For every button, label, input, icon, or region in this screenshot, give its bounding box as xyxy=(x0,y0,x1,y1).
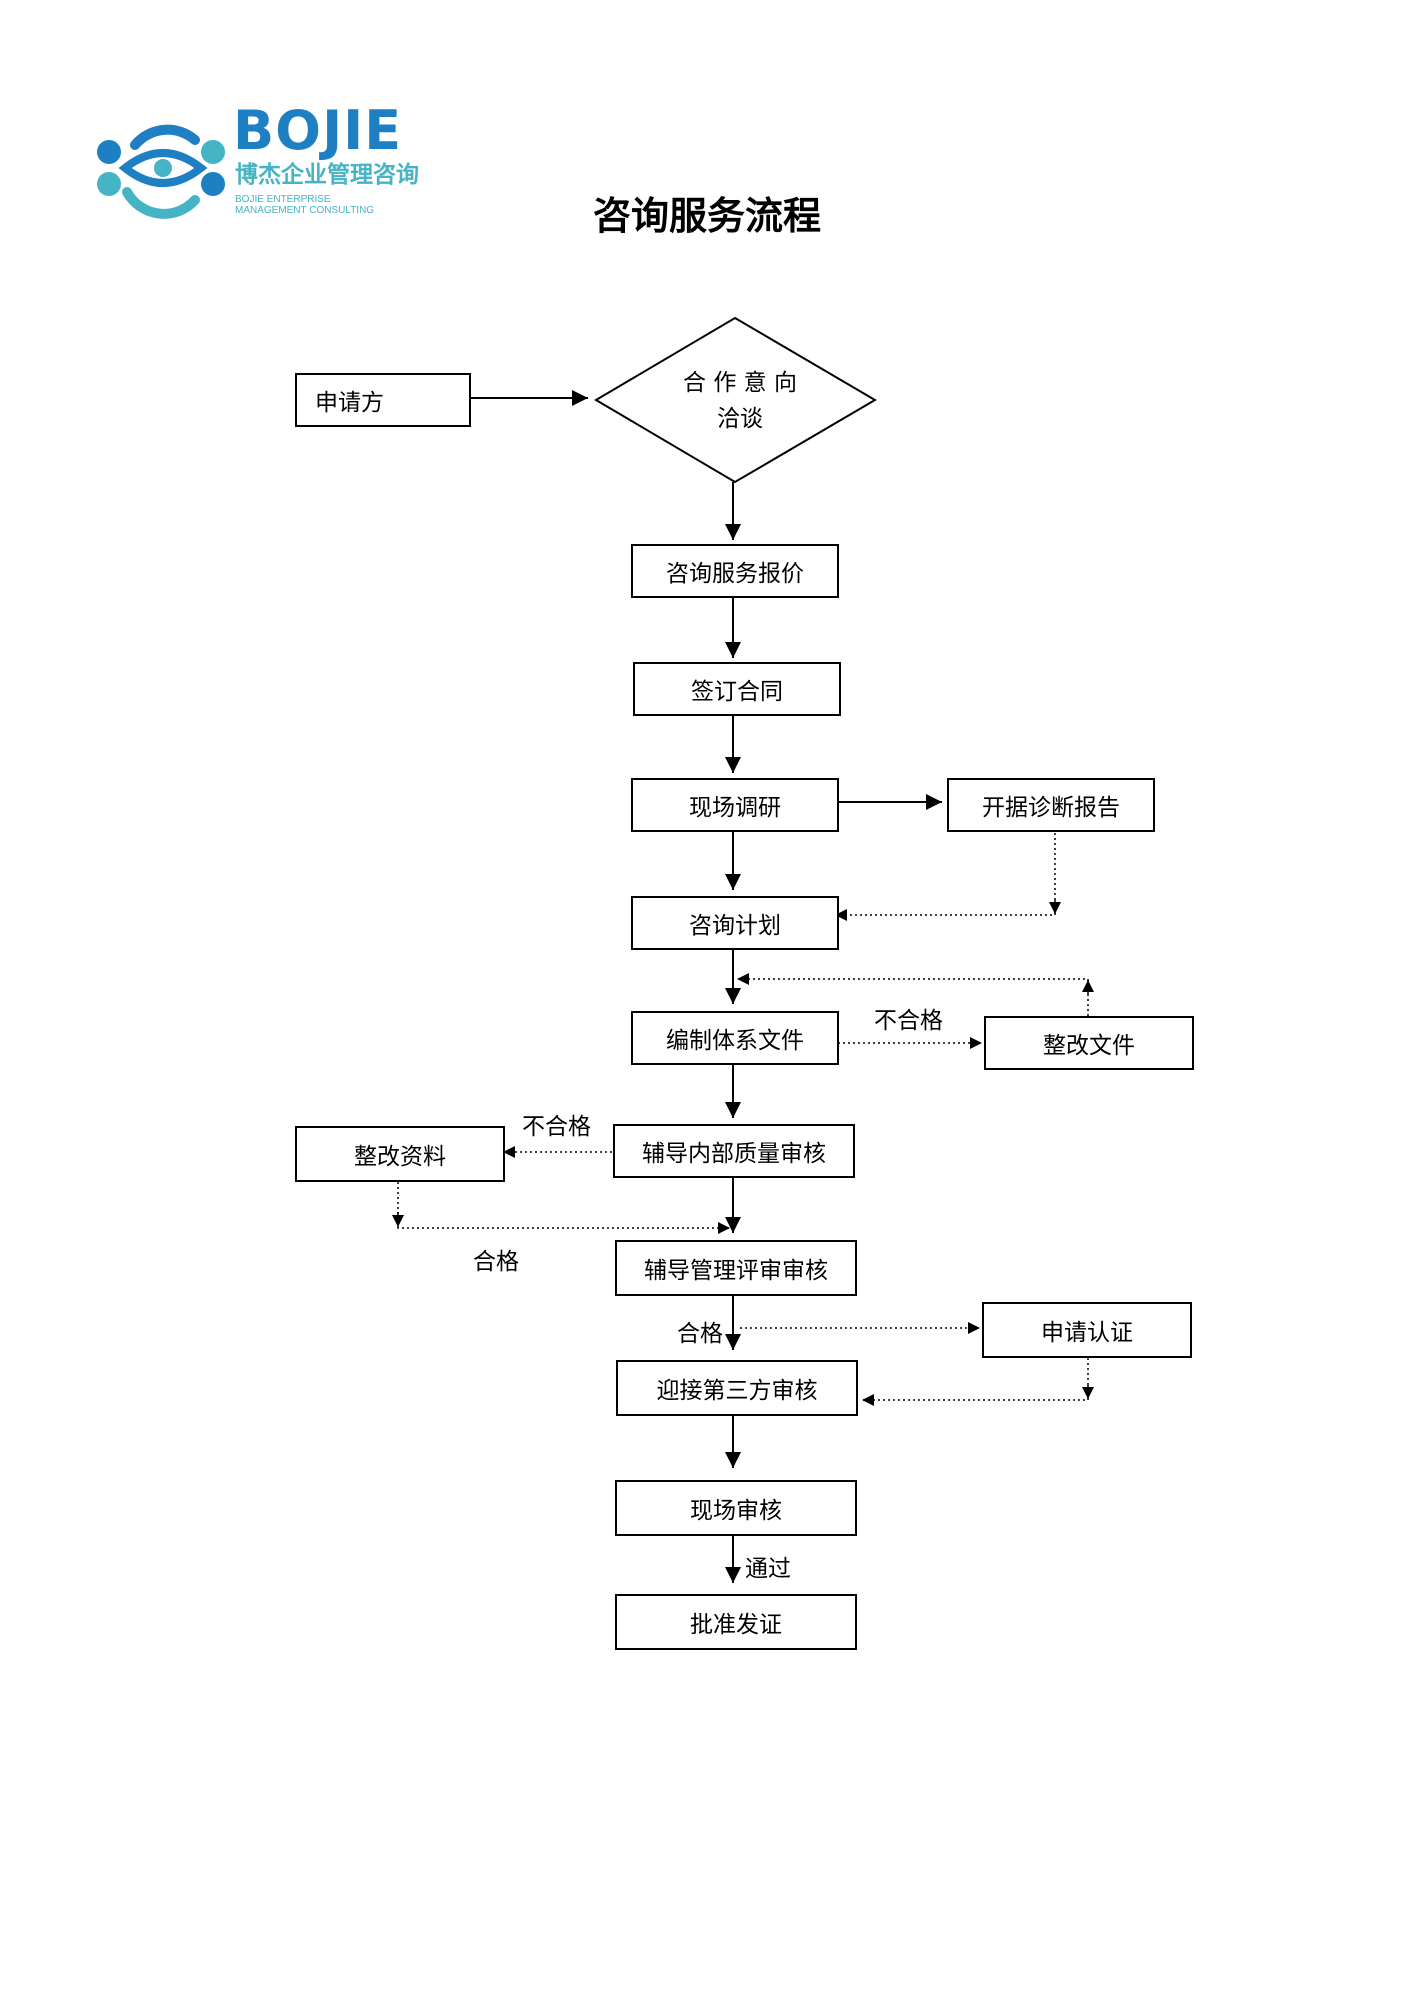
logo: BOJIE 博杰企业管理咨询 BOJIE ENTERPRISE MANAGEME… xyxy=(95,100,435,235)
node-approve: 批准发证 xyxy=(615,1594,857,1650)
dotted-fixdocs-return xyxy=(737,973,1089,1016)
label-pass-review: 合格 xyxy=(677,1321,723,1347)
node-docs: 编制体系文件 xyxy=(631,1011,839,1065)
node-apply-cert: 申请认证 xyxy=(982,1302,1192,1358)
logo-name-cn: 博杰企业管理咨询 xyxy=(235,162,419,188)
logo-name-en-line2: MANAGEMENT CONSULTING xyxy=(235,205,375,216)
node-internal-audit: 辅导内部质量审核 xyxy=(613,1124,855,1178)
dotted-fixmaterial-return xyxy=(397,1182,730,1234)
node-intent-line1: 合 作 意 向 xyxy=(683,370,797,396)
node-quote: 咨询服务报价 xyxy=(631,544,839,598)
node-plan: 咨询计划 xyxy=(631,896,839,950)
node-diagnosis: 开据诊断报告 xyxy=(947,778,1155,832)
label-passed: 通过 xyxy=(745,1556,791,1582)
node-intent-line2: 洽谈 xyxy=(717,406,763,432)
dotted-applycert-thirdparty xyxy=(862,1358,1089,1406)
node-third-party: 迎接第三方审核 xyxy=(616,1360,858,1416)
logo-mark-icon xyxy=(97,124,225,219)
logo-wordmark: BOJIE xyxy=(233,99,403,162)
dotted-diagnosis-plan xyxy=(835,828,1056,921)
node-fix-material: 整改资料 xyxy=(295,1126,505,1182)
label-fail-docs: 不合格 xyxy=(874,1008,943,1034)
node-mgmt-review: 辅导管理评审审核 xyxy=(615,1240,857,1296)
node-onsite-audit: 现场审核 xyxy=(615,1480,857,1536)
node-contract: 签订合同 xyxy=(633,662,841,716)
label-fail-audit: 不合格 xyxy=(522,1114,591,1140)
node-applicant: 申请方 xyxy=(295,373,471,427)
page-title: 咨询服务流程 xyxy=(592,193,821,238)
node-fix-docs: 整改文件 xyxy=(984,1016,1194,1070)
label-pass-return: 合格 xyxy=(473,1249,519,1275)
intent-diamond xyxy=(594,316,877,484)
node-survey: 现场调研 xyxy=(631,778,839,832)
logo-name-en-line1: BOJIE ENTERPRISE xyxy=(235,194,331,205)
